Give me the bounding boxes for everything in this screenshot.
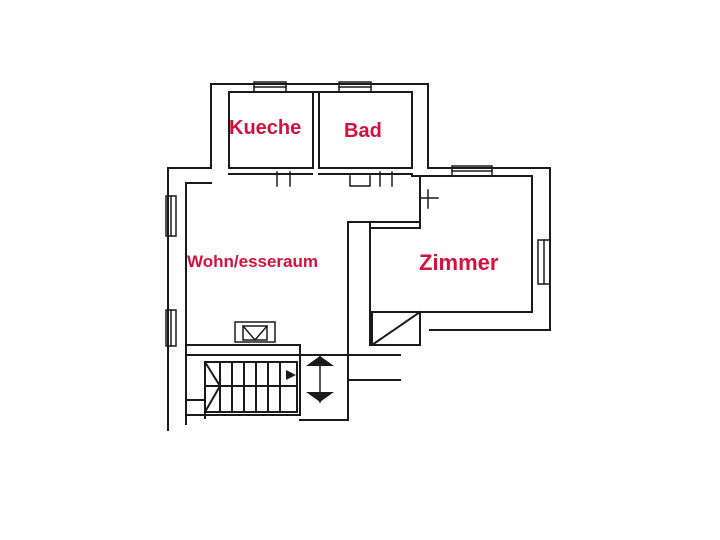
staircase — [185, 354, 301, 416]
room-label-wohn-esseraum: Wohn/esseraum — [187, 252, 319, 271]
room-label-kueche: Kueche — [229, 117, 302, 139]
door-marks — [276, 171, 439, 209]
left-windows — [165, 195, 177, 347]
entry-hall — [185, 344, 401, 421]
interior-wall — [347, 175, 421, 356]
room-label-zimmer: Zimmer — [419, 250, 499, 275]
right-windows — [451, 165, 551, 285]
outer-walls — [167, 167, 551, 431]
room-label-bad: Bad — [344, 120, 382, 142]
closet — [370, 310, 422, 347]
top-windows — [253, 81, 372, 93]
lower-left-wall — [167, 391, 187, 431]
kitchen-bath-walls — [210, 83, 429, 175]
chimney — [234, 321, 276, 343]
